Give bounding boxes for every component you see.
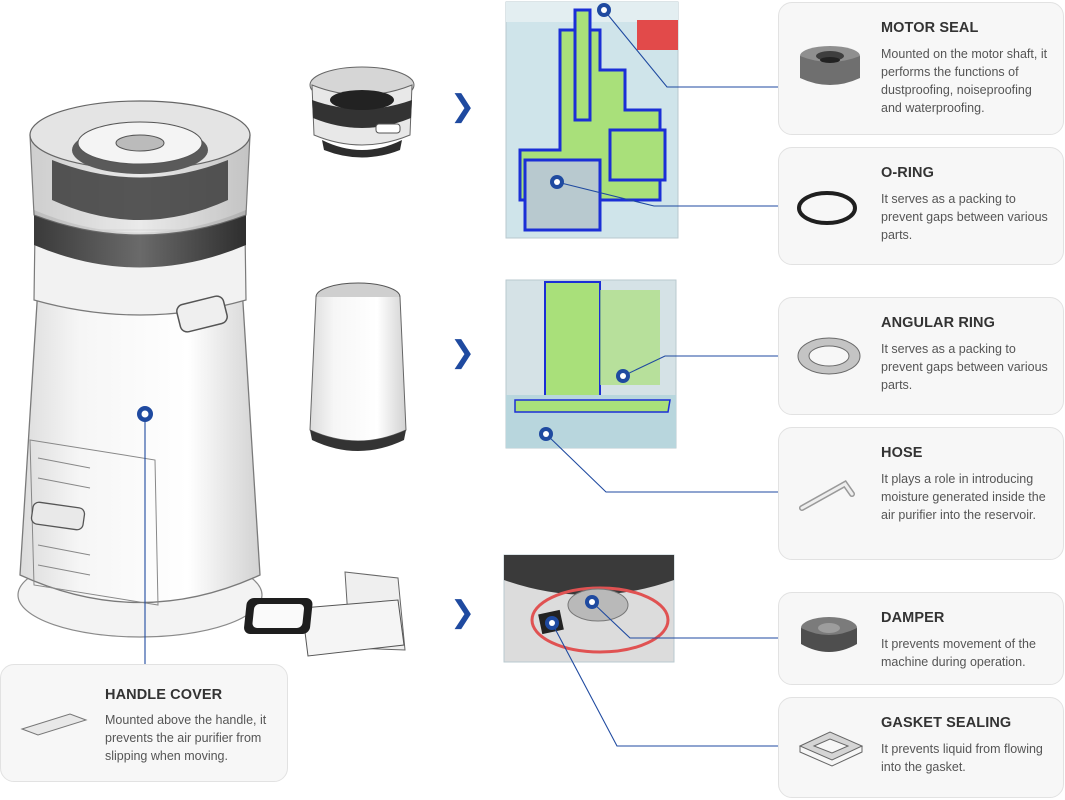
part-card-motor-seal: MOTOR SEAL Mounted on the motor shaft, i… (778, 2, 1064, 135)
part-description: It serves as a packing to prevent gaps b… (881, 342, 1048, 392)
part-title: ANGULAR RING (881, 315, 995, 331)
part-card-o-ring: O-RING It serves as a packing to prevent… (778, 147, 1064, 265)
part-title: GASKET SEALING (881, 715, 1012, 731)
next-arrow-icon: ❯ (450, 335, 476, 370)
cross-section-base-illustration (503, 554, 675, 663)
part-card-gasket-sealing: GASKET SEALING It prevents liquid from f… (778, 697, 1064, 798)
part-title: O-RING (881, 165, 934, 181)
part-card-angular-ring: ANGULAR RING It serves as a packing to p… (778, 297, 1064, 415)
part-body-shell-illustration (309, 282, 407, 451)
part-card-hose: HOSE It plays a role in introducing mois… (778, 427, 1064, 560)
part-title: HOSE (881, 445, 923, 461)
part-card-handle-cover: HANDLE COVER Mounted above the handle, i… (0, 664, 288, 782)
part-description: It prevents movement of the machine duri… (881, 637, 1036, 669)
part-title: MOTOR SEAL (881, 20, 979, 36)
part-description: Mounted on the motor shaft, it performs … (881, 47, 1048, 115)
part-top-cap-illustration (309, 66, 415, 158)
cross-section-motor-illustration (505, 1, 679, 239)
part-description: Mounted above the handle, it prevents th… (105, 713, 267, 763)
part-description: It serves as a packing to prevent gaps b… (881, 192, 1048, 242)
part-card-damper: DAMPER It prevents movement of the machi… (778, 592, 1064, 685)
part-description: It plays a role in introducing moisture … (881, 472, 1046, 522)
part-base-tray-illustration (244, 571, 406, 657)
next-arrow-icon: ❯ (450, 595, 476, 630)
next-arrow-icon: ❯ (450, 89, 476, 124)
part-description: It prevents liquid from flowing into the… (881, 742, 1043, 774)
cross-section-reservoir-illustration (505, 279, 677, 449)
part-title: HANDLE COVER (105, 687, 223, 703)
part-title: DAMPER (881, 610, 945, 626)
